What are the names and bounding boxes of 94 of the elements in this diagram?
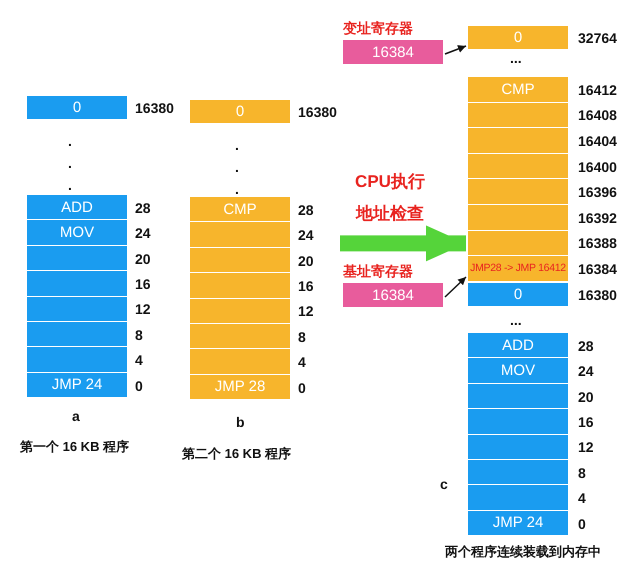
address-label: 16 bbox=[135, 276, 151, 292]
address-label: 20 bbox=[135, 250, 151, 266]
dot: . bbox=[68, 155, 72, 171]
address-label: 16 bbox=[298, 278, 314, 294]
memory-cell bbox=[190, 324, 290, 350]
address-label: 16384 bbox=[578, 261, 617, 277]
register-box: 16384 bbox=[343, 40, 443, 64]
memory-cell: JMP28 -> JMP 16412 bbox=[468, 256, 568, 282]
memory-cell bbox=[468, 102, 568, 128]
memory-cell: JMP 24 bbox=[468, 510, 568, 536]
memory-cell bbox=[27, 347, 127, 373]
ellipsis: ... bbox=[510, 50, 522, 66]
address-label: 4 bbox=[578, 490, 586, 506]
memory-cell bbox=[468, 460, 568, 486]
caption: 第二个 16 KB 程序 bbox=[182, 445, 292, 463]
figure-label: c bbox=[440, 476, 448, 492]
dot: . bbox=[68, 133, 72, 149]
memory-cell: 0 bbox=[27, 96, 127, 120]
memory-cell bbox=[468, 230, 568, 256]
figure-label: b bbox=[236, 414, 245, 430]
address-label: 28 bbox=[298, 202, 314, 218]
memory-cell: 0 bbox=[190, 100, 290, 124]
dot: . bbox=[235, 137, 239, 153]
address-label: 24 bbox=[298, 227, 314, 244]
address-label: 16400 bbox=[578, 158, 617, 175]
address-label: 20 bbox=[578, 388, 594, 404]
memory-cell bbox=[190, 349, 290, 375]
address-label: 4 bbox=[298, 354, 306, 370]
memory-cell bbox=[468, 434, 568, 460]
memory-cell bbox=[27, 246, 127, 272]
memory-cell bbox=[468, 409, 568, 435]
address-label: 0 bbox=[298, 380, 306, 396]
memory-cell bbox=[468, 128, 568, 154]
address-label: 24 bbox=[578, 363, 594, 380]
address-label: 16388 bbox=[578, 235, 617, 252]
memory-cell bbox=[468, 179, 568, 205]
address-label: 16380 bbox=[298, 104, 337, 120]
memory-cell bbox=[468, 384, 568, 410]
dot: . bbox=[235, 159, 239, 175]
address-label: 28 bbox=[135, 200, 151, 216]
address-label: 16 bbox=[578, 414, 594, 430]
memory-cell bbox=[190, 222, 290, 248]
address-label: 20 bbox=[298, 252, 314, 268]
memory-cell bbox=[190, 298, 290, 324]
memory-cell: 0 bbox=[468, 283, 568, 307]
register-label: 变址寄存器 bbox=[343, 20, 413, 38]
address-label: 8 bbox=[578, 464, 586, 481]
memory-cell: MOV bbox=[27, 220, 127, 246]
memory-cell: CMP bbox=[190, 197, 290, 222]
address-label: 0 bbox=[135, 378, 143, 394]
address-label: 16396 bbox=[578, 184, 617, 200]
memory-cell bbox=[190, 248, 290, 274]
memory-cell: 0 bbox=[468, 26, 568, 50]
arrow bbox=[444, 45, 466, 55]
address-label: 28 bbox=[578, 338, 594, 354]
memory-cell bbox=[190, 273, 290, 299]
memory-cell bbox=[468, 205, 568, 231]
ellipsis: ... bbox=[510, 312, 522, 328]
address-label: 12 bbox=[298, 303, 314, 320]
memory-cell: MOV bbox=[468, 358, 568, 384]
address-label: 12 bbox=[578, 439, 594, 456]
memory-cell: JMP 24 bbox=[27, 372, 127, 398]
caption: 两个程序连续装载到内存中 bbox=[445, 543, 601, 561]
register-box: 16384 bbox=[343, 283, 443, 307]
memory-cell: ADD bbox=[27, 195, 127, 220]
block-arrow bbox=[340, 225, 466, 262]
caption: 第一个 16 KB 程序 bbox=[20, 438, 130, 456]
address-label: 16380 bbox=[135, 100, 174, 116]
address-label: 32764 bbox=[578, 30, 617, 46]
address-label: 0 bbox=[578, 516, 586, 532]
edge-label: CPU执行地址检查 bbox=[354, 171, 426, 225]
memory-cell bbox=[468, 154, 568, 180]
memory-cell bbox=[27, 296, 127, 322]
memory-cell bbox=[468, 485, 568, 511]
address-label: 24 bbox=[135, 225, 151, 242]
address-label: 16412 bbox=[578, 82, 617, 98]
address-label: 16408 bbox=[578, 107, 617, 124]
address-label: 16392 bbox=[578, 210, 617, 226]
address-label: 16404 bbox=[578, 133, 617, 149]
address-label: 8 bbox=[298, 328, 306, 345]
address-label: 8 bbox=[135, 326, 143, 343]
arrow bbox=[444, 276, 467, 298]
memory-cell: CMP bbox=[468, 77, 568, 103]
figure-label: a bbox=[72, 408, 80, 424]
memory-cell: ADD bbox=[468, 333, 568, 358]
memory-cell: JMP 28 bbox=[190, 374, 290, 400]
dot: . bbox=[68, 177, 72, 193]
address-label: 16380 bbox=[578, 287, 617, 303]
register-label: 基址寄存器 bbox=[343, 263, 413, 281]
memory-cell bbox=[27, 271, 127, 297]
address-label: 4 bbox=[135, 352, 143, 368]
memory-cell bbox=[27, 322, 127, 348]
dot: . bbox=[235, 181, 239, 197]
address-label: 12 bbox=[135, 301, 151, 318]
